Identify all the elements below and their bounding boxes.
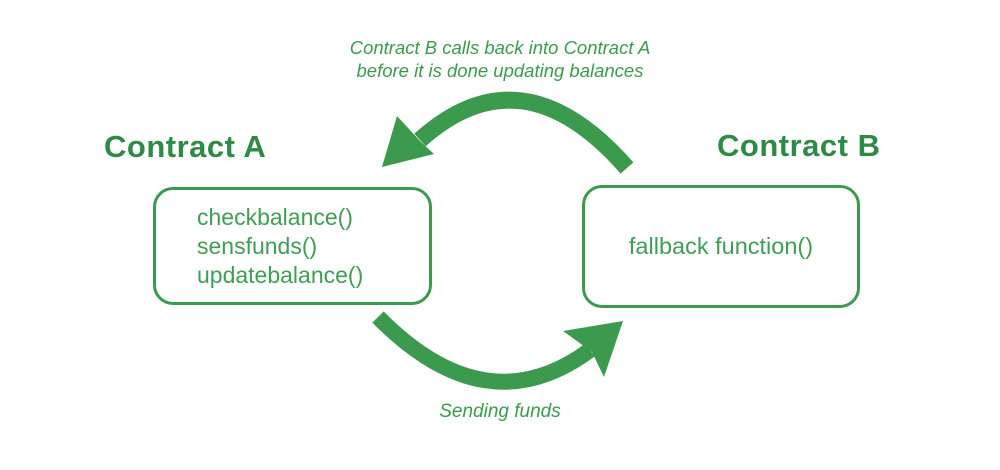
arrow-a-to-b-shaft: [372, 311, 595, 390]
arrow-b-to-a-shaft: [414, 91, 634, 174]
arrow-b-to-a-head-icon: [382, 116, 434, 167]
contract-a-box: checkbalance() sensfunds() updatebalance…: [153, 187, 432, 305]
sending-funds-label: Sending funds: [439, 401, 561, 422]
callback-annotation: Contract B calls back into Contract A be…: [250, 36, 750, 82]
contract-b-title: Contract B: [717, 128, 881, 163]
contract-b-box: fallback function(): [582, 185, 860, 308]
callback-annotation-line2: before it is done updating balances: [356, 60, 644, 81]
contract-a-function: checkbalance(): [197, 204, 353, 230]
contract-b-function: fallback function(): [628, 233, 814, 259]
contract-a-function: updatebalance(): [197, 262, 364, 288]
contract-a-title: Contract A: [104, 129, 267, 164]
arrow-a-to-b-head-icon: [563, 321, 623, 377]
callback-annotation-line1: Contract B calls back into Contract A: [349, 37, 651, 58]
contract-a-function: sensfunds(): [197, 233, 318, 259]
